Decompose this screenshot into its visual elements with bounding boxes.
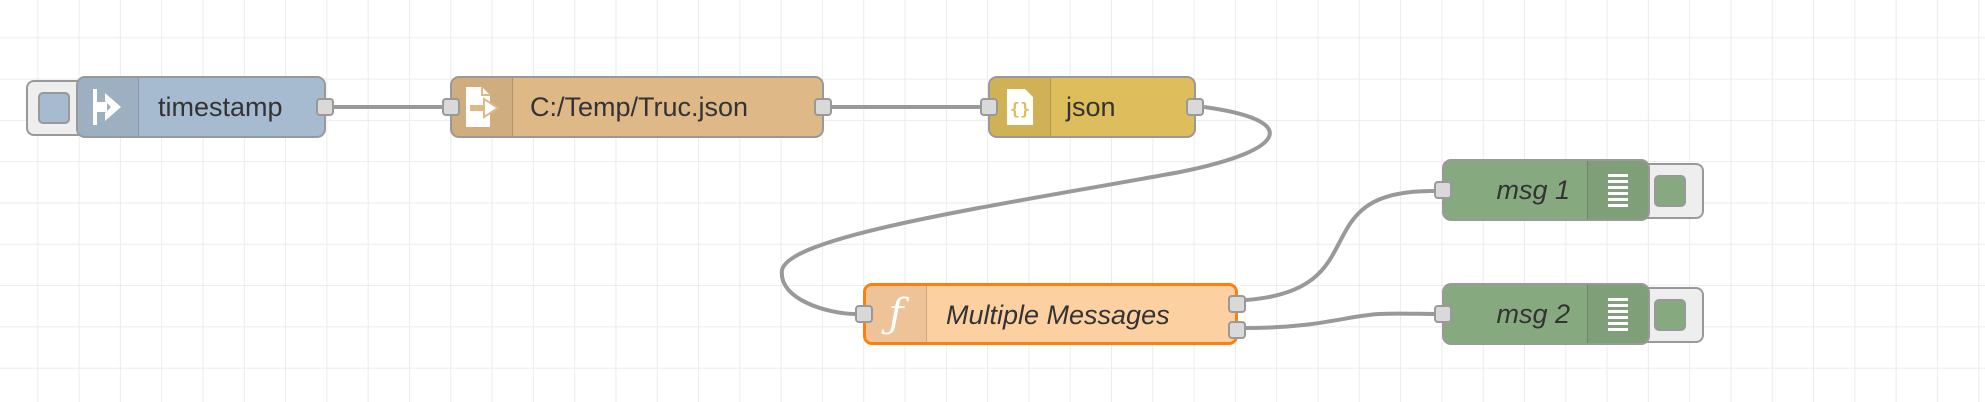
debug-node-msg1[interactable]: msg 1 (1434, 159, 1650, 221)
inject-trigger-button[interactable] (26, 80, 86, 136)
function-output-port-2[interactable] (1228, 321, 1246, 339)
function-output-port-1[interactable] (1228, 295, 1246, 313)
inject-output-port[interactable] (316, 98, 334, 116)
msg2-node-label: msg 2 (1496, 299, 1570, 329)
file-in-node-label: C:/Temp/Truc.json (530, 92, 749, 122)
json-node-label: json (1066, 92, 1116, 122)
msg1-node-label: msg 1 (1496, 175, 1570, 205)
json-output-port[interactable] (1186, 98, 1204, 116)
json-input-port[interactable] (980, 98, 998, 116)
function-node[interactable]: ƒ Multiple Messages (855, 283, 1246, 345)
list-icon (1587, 285, 1648, 343)
msg1-toggle-button[interactable] (1640, 163, 1704, 219)
debug-node-msg2[interactable]: msg 2 (1434, 283, 1650, 345)
wire-function-to-msg2[interactable] (1245, 311, 1435, 330)
msg1-input-port[interactable] (1434, 181, 1452, 199)
function-node-label: Multiple Messages (946, 300, 1170, 330)
msg2-input-port[interactable] (1434, 305, 1452, 323)
file-in-node[interactable]: C:/Temp/Truc.json (442, 76, 832, 138)
file-in-output-port[interactable] (814, 98, 832, 116)
function-input-port[interactable] (855, 305, 873, 323)
json-braces-icon: {} (990, 78, 1051, 136)
wire-function-to-msg1[interactable] (1245, 188, 1435, 302)
list-icon (1587, 161, 1648, 219)
file-in-input-port[interactable] (442, 98, 460, 116)
inject-node-label: timestamp (158, 92, 283, 122)
inject-node[interactable]: timestamp (76, 76, 334, 138)
arrow-in-icon (78, 78, 139, 136)
file-icon (452, 78, 513, 136)
function-icon: ƒ (866, 286, 927, 342)
json-node[interactable]: {} json (980, 76, 1204, 138)
wire-json-to-function[interactable] (779, 105, 1272, 316)
msg2-toggle-button[interactable] (1640, 287, 1704, 343)
svg-text:{}: {} (1010, 100, 1030, 120)
